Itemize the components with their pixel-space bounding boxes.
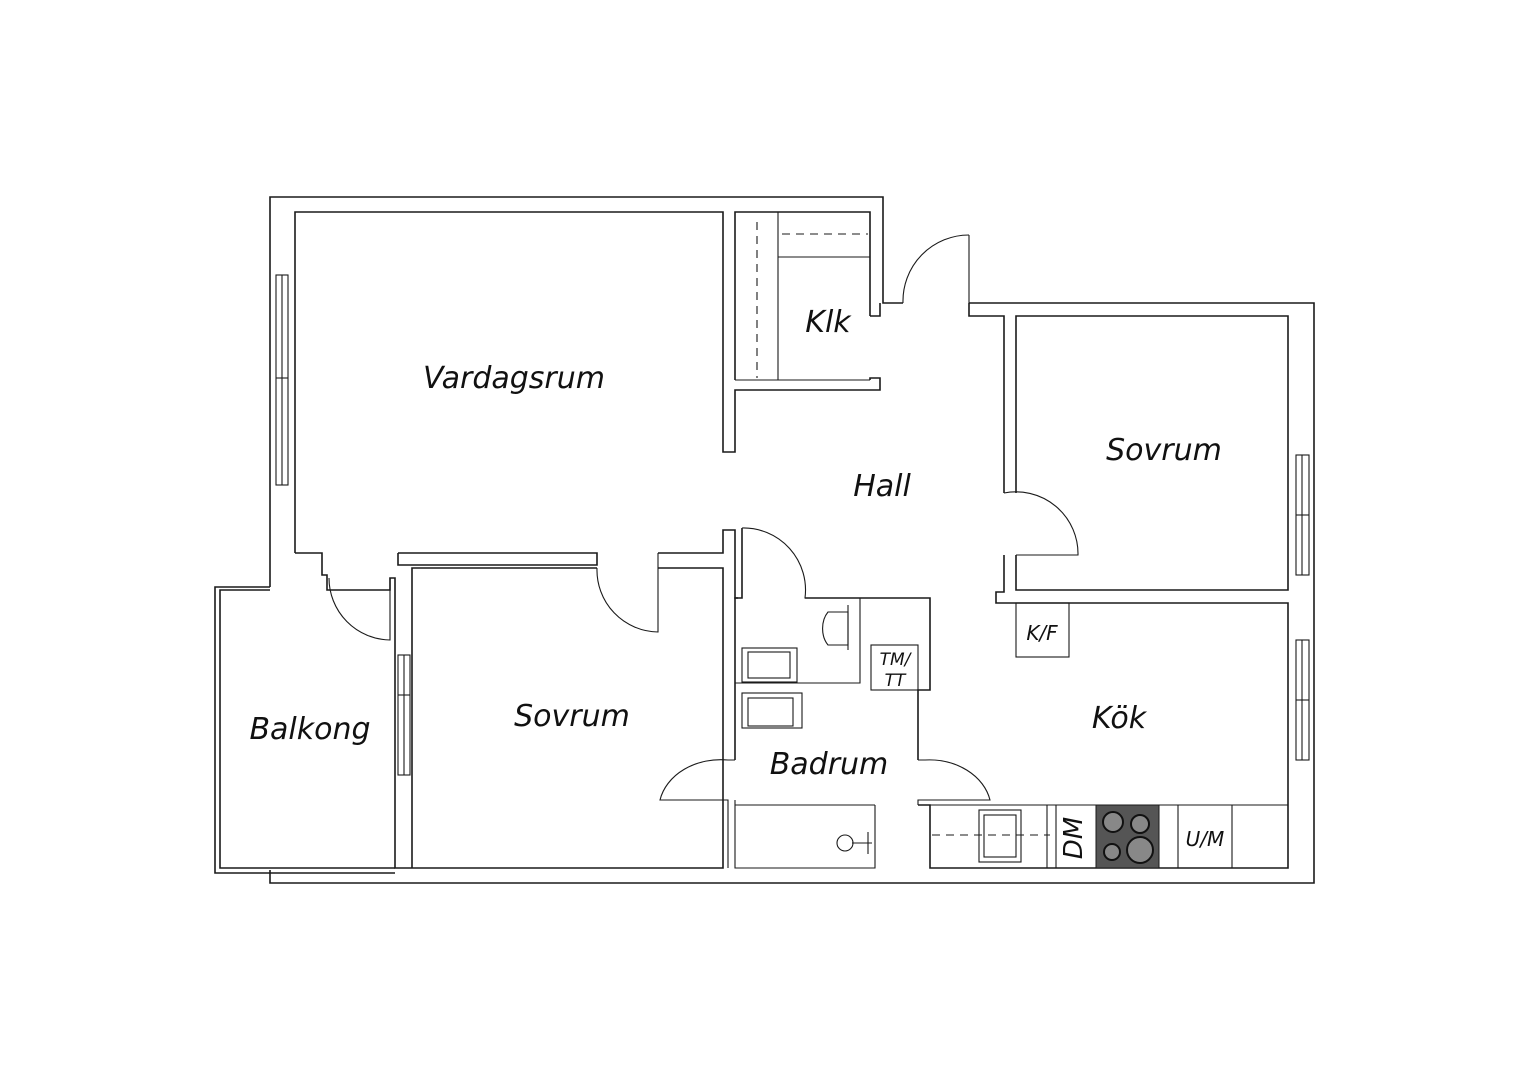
oven-microwave-label: U/M xyxy=(1186,827,1225,851)
room-label-closet: Klk xyxy=(805,305,852,340)
kitchen-counter xyxy=(930,602,1288,869)
room-label-kitchen: Kök xyxy=(1092,701,1148,736)
room-label-bedroom-right: Sovrum xyxy=(1106,433,1222,468)
interior-walls xyxy=(214,529,738,874)
dishwasher-label: DM xyxy=(1059,817,1089,859)
entrance-door xyxy=(902,234,970,304)
washer-label-line1: TM/ xyxy=(880,650,913,670)
washer-label-line2: TT xyxy=(885,671,907,691)
room-label-balcony: Balkong xyxy=(249,712,370,747)
bathroom xyxy=(659,527,991,869)
fridge-freezer-label: K/F xyxy=(1026,621,1058,645)
room-label-hall: Hall xyxy=(853,469,911,504)
room-label-living: Vardagsrum xyxy=(423,361,605,396)
room-label-bedroom-left: Sovrum xyxy=(514,699,630,734)
windows xyxy=(275,274,1310,776)
room-label-bathroom: Badrum xyxy=(770,747,889,782)
bedroom-right-door xyxy=(1003,491,1079,556)
outer-walls xyxy=(269,196,1315,884)
